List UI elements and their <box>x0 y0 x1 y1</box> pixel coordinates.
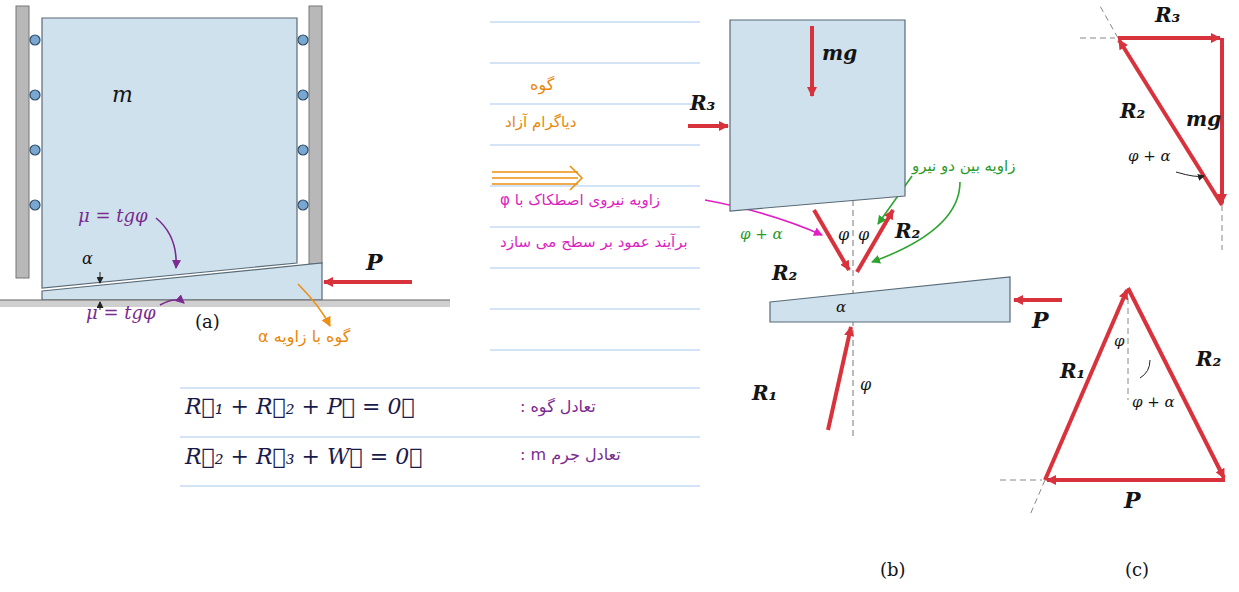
ground <box>0 299 450 300</box>
ruled-line <box>490 268 700 269</box>
label-text: R₂ <box>1196 348 1221 371</box>
label-text: α <box>82 250 93 268</box>
label-text: φ زاویه نیروی اصطکاک با <box>500 192 660 209</box>
dashed-line <box>1000 480 1042 481</box>
label-text: μ = tgφ <box>78 206 148 227</box>
label-text: φ + α <box>740 226 783 243</box>
label-text: P <box>1032 308 1049 333</box>
force-arrow <box>857 210 893 272</box>
angle-arc <box>1176 172 1204 177</box>
dashed-line <box>1000 6 1222 515</box>
force-polygon <box>1118 36 1220 40</box>
dashed-line <box>1128 288 1129 400</box>
ruled-line <box>490 22 700 23</box>
wall <box>16 6 29 278</box>
label-text: R⃗₂ + R⃗₃ + W⃗ = 0⃗ <box>185 444 422 469</box>
force-arrow <box>814 210 849 270</box>
ruled-line <box>180 486 700 487</box>
roller <box>298 35 308 45</box>
label-text: (c) <box>1125 560 1149 581</box>
leader-line <box>298 284 330 326</box>
label-text: زاویه بین دو نیرو <box>912 158 1015 175</box>
ruled-line <box>180 388 700 389</box>
label-text: φ <box>860 376 871 394</box>
ruled-line <box>490 145 700 146</box>
force-polygon <box>1128 288 1224 478</box>
angle-arc <box>1140 172 1204 378</box>
label-text: φ <box>838 226 849 244</box>
label-text: دیاگرام آزاد <box>505 114 576 131</box>
label-text: φ + α <box>1128 148 1171 165</box>
dashed-line <box>1222 205 1223 250</box>
roller <box>30 90 40 100</box>
leader-line <box>492 172 578 184</box>
wall <box>309 6 322 264</box>
label-text: φ <box>1114 333 1125 350</box>
force-arrow <box>810 26 814 96</box>
roller <box>298 90 308 100</box>
dashed-line <box>1030 480 1045 515</box>
roller <box>30 145 40 155</box>
label-text: φ <box>858 226 869 244</box>
label-text: R₃ <box>690 92 715 115</box>
wedge <box>42 263 322 300</box>
label-text: برآیند عمود بر سطح می سازد <box>500 234 688 251</box>
force-polygon <box>1047 478 1225 482</box>
label-text: R₂ <box>1120 100 1145 123</box>
roller <box>30 200 40 210</box>
ruled-line <box>180 437 700 438</box>
ruled-line <box>490 350 700 351</box>
force-polygon <box>1119 40 1222 205</box>
force-arrow <box>1014 298 1062 302</box>
ruled-line <box>490 227 700 228</box>
label-text: تعادل جرم m : <box>520 446 621 464</box>
block <box>42 18 297 288</box>
leader-line <box>156 218 176 268</box>
label-text: mg <box>822 42 857 65</box>
ground <box>0 300 450 307</box>
label-text: R₂ <box>772 262 797 285</box>
dashed-line <box>1100 6 1118 38</box>
force-polygon <box>1045 38 1225 480</box>
leader-line <box>160 300 184 305</box>
label-text: φ + α <box>1132 394 1175 411</box>
label-text: P <box>1124 488 1141 513</box>
force-arrow <box>828 327 851 430</box>
force-arrow <box>688 124 728 128</box>
label-text: گوه با زاویه α <box>258 328 350 346</box>
ruled-line <box>490 309 700 310</box>
leader-line <box>570 166 582 190</box>
roller <box>298 145 308 155</box>
dashed-line <box>1080 38 1115 39</box>
angle-arc <box>1140 360 1150 378</box>
ruled-line <box>490 186 700 187</box>
angle-mark <box>100 272 101 283</box>
wedge <box>770 277 1010 322</box>
label-text: تعادل گوه : <box>520 398 596 416</box>
label-text: R₃ <box>1155 4 1180 27</box>
label-text: μ = tgφ <box>86 303 156 324</box>
label-text: R₁ <box>1060 360 1085 383</box>
label-text: P <box>366 250 383 275</box>
label-text: R₁ <box>752 382 777 405</box>
ruled-line <box>490 63 700 64</box>
label-text: α <box>836 299 846 316</box>
force-arrow <box>324 280 412 284</box>
label-text: (a) <box>195 312 220 333</box>
block <box>730 20 905 211</box>
ruled-line <box>490 104 700 105</box>
roller <box>30 35 40 45</box>
roller <box>298 200 308 210</box>
label-text: (b) <box>880 560 906 581</box>
ground <box>0 300 450 307</box>
label-text: گوه <box>530 76 554 94</box>
force-polygon <box>1045 290 1127 480</box>
label-text: m <box>112 82 133 107</box>
label-text: R₂ <box>895 220 920 243</box>
label-text: R⃗₁ + R⃗₂ + P⃗ = 0⃗ <box>185 394 415 419</box>
label-text: mg <box>1186 108 1221 131</box>
